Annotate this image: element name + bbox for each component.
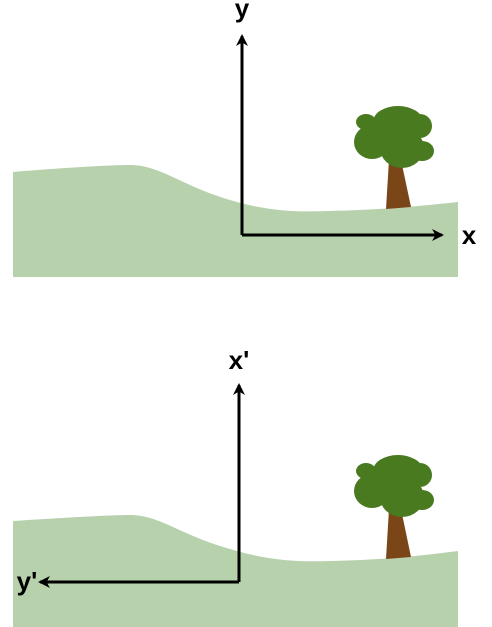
y-axis-label: y [235, 0, 250, 23]
bottom-panel: x' y' [13, 345, 458, 627]
x-axis-label: x [462, 220, 477, 250]
x-prime-axis-label: x' [229, 345, 250, 375]
tree-icon [354, 455, 434, 559]
y-prime-axis-label: y' [17, 566, 38, 596]
ground-hill [13, 165, 458, 277]
ground-hill [13, 515, 458, 627]
tree-trunk [386, 509, 411, 559]
tree-trunk [386, 160, 411, 209]
top-panel: y x [13, 0, 477, 277]
tree-foliage [354, 455, 434, 517]
tree-icon [354, 106, 434, 209]
tree-foliage [354, 106, 434, 168]
